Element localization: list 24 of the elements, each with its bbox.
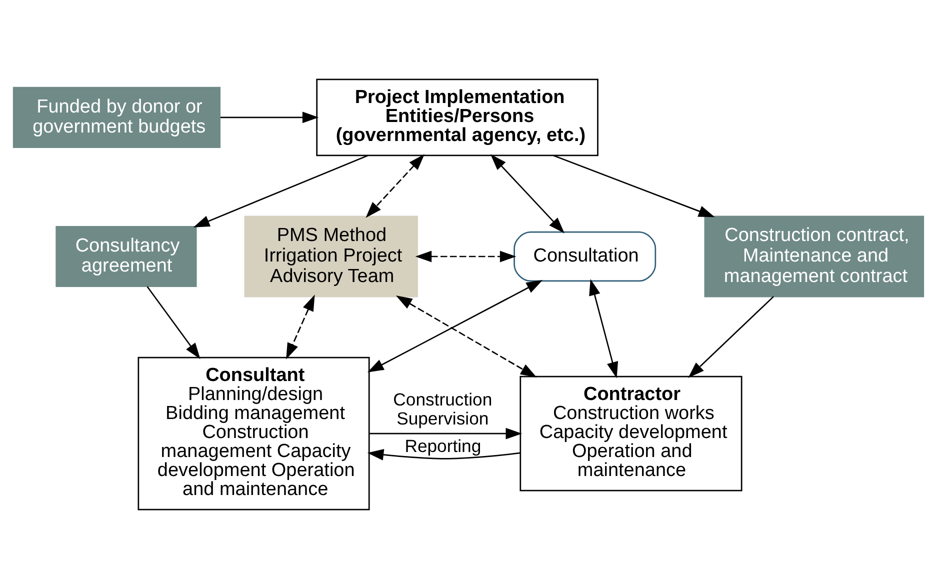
arrow <box>146 286 200 359</box>
node-box: Consultancy agreement <box>56 225 197 287</box>
node-box: Construction contract, Maintenance and management contract <box>704 215 924 297</box>
arrow <box>367 280 543 372</box>
arrow <box>589 278 618 378</box>
node-box: Contractor Construction works Capacity development Operation and maintenance <box>520 375 742 491</box>
node-box: Project Implementation Entities/Persons (governmental agency, etc.) <box>316 78 598 156</box>
node-box: Consultant Planning/design Bidding management Construction management Capacity development Operation and maintenance <box>138 356 370 510</box>
arrow <box>396 295 537 377</box>
arrow <box>490 154 565 233</box>
arrow <box>286 294 315 359</box>
edge-label: Reporting <box>404 435 482 456</box>
arrow <box>415 250 516 262</box>
arrow <box>553 154 715 217</box>
arrow <box>193 154 368 227</box>
arrow <box>366 154 425 218</box>
edge-label: Construction Supervision <box>393 389 492 428</box>
arrow <box>688 296 774 378</box>
node-box: Funded by donor or government budgets <box>12 86 221 148</box>
arrow <box>220 111 319 123</box>
arrow <box>370 427 522 439</box>
node-box: Consultation <box>514 230 656 282</box>
node-box: PMS Method Irrigation Project Advisory Team <box>244 215 418 297</box>
arrow <box>367 448 520 460</box>
